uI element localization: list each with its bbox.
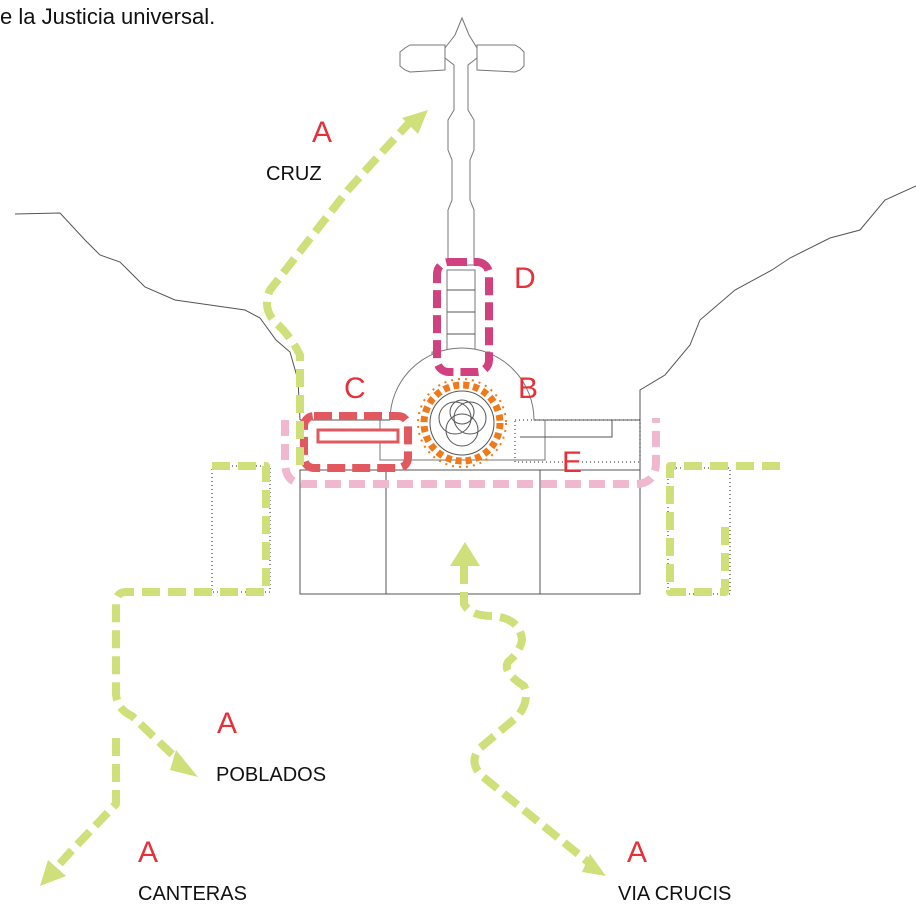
left-side-structure: [211, 465, 271, 593]
esplanade-plan: [299, 469, 641, 595]
destination-label-canteras: CANTERAS: [138, 883, 247, 904]
route-to-via-crucis-arrowhead: [582, 854, 606, 876]
zone-b-outline: [417, 378, 507, 468]
caption: e la Justicia universal.: [0, 4, 216, 29]
route-left-loop: [112, 462, 270, 763]
destination-label-via-crucis: VIA CRUCIS: [618, 883, 731, 904]
route-to-canteras: [51, 738, 120, 873]
destination-label-cruz: CRUZ: [266, 163, 322, 185]
right-side-structure: [667, 467, 731, 595]
zone-label-e: E: [562, 446, 582, 479]
zone-label-c: C: [344, 372, 366, 405]
zone-e-outline: [281, 418, 660, 488]
route-to-canteras-arrowhead: [40, 860, 66, 886]
route-to-cruz: [262, 119, 413, 465]
rotunda-plan: [379, 347, 546, 461]
zone-label-d: D: [514, 262, 536, 295]
route-entrance-arrowhead: [450, 542, 480, 566]
zone-label-b: B: [518, 372, 538, 405]
terrace-dotted-area: [514, 419, 641, 463]
zone-label-a-cruz: A: [312, 116, 332, 149]
terrain-left-line: [14, 212, 301, 421]
zone-label-a-canteras: A: [138, 836, 158, 869]
route-to-poblados-arrowhead: [170, 750, 198, 777]
terrain-right-line: [639, 185, 916, 420]
route-right-loop: [666, 462, 780, 596]
zone-c-outline: [300, 412, 412, 472]
cross-plan: [399, 16, 525, 369]
zone-label-a-via-crucis: A: [627, 836, 647, 869]
route-to-cruz-arrowhead: [402, 110, 428, 134]
route-to-via-crucis: [460, 566, 591, 866]
destination-label-poblados: POBLADOS: [216, 764, 326, 786]
zone-label-a-poblados: A: [217, 707, 237, 740]
zone-d-outline: [433, 258, 493, 376]
